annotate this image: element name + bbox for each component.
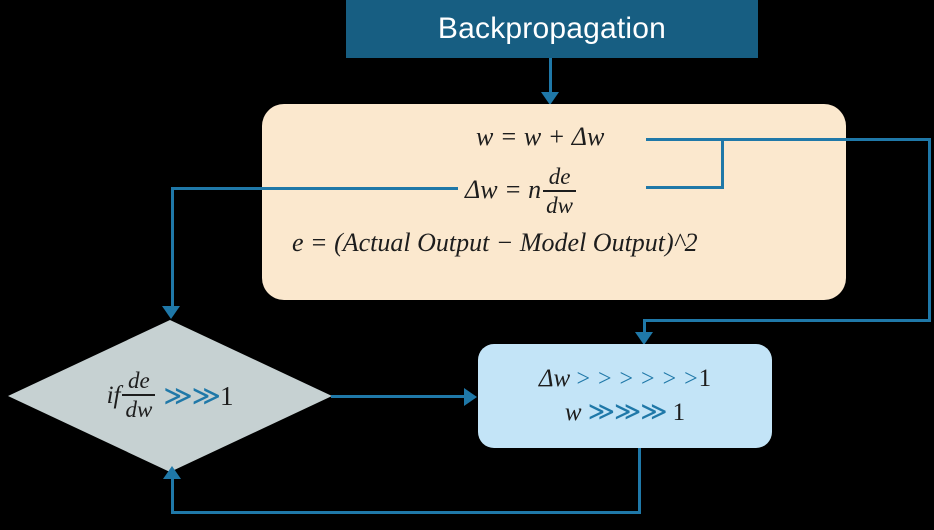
page-title: Backpropagation bbox=[437, 12, 667, 45]
equation-error: e = (Actual Output − Model Output)^2 bbox=[292, 228, 698, 257]
result-line-1-threshold: 1 bbox=[698, 365, 712, 392]
connector-feedback-left-vertical bbox=[171, 478, 174, 513]
decision-diamond-label: if de dw ≫≫1 bbox=[8, 320, 332, 472]
connector-weight-to-result-drop bbox=[643, 319, 646, 337]
connector-feedback-right-vertical bbox=[638, 448, 641, 513]
connector-title-to-equation-arrowhead bbox=[541, 92, 559, 105]
result-line-1-symbol: Δw bbox=[538, 365, 577, 392]
connector-feedback-bottom-horizontal bbox=[171, 511, 641, 514]
connector-decision-to-result-arrowhead bbox=[464, 388, 477, 406]
fraction-bar bbox=[122, 394, 156, 396]
fraction-denominator: dw bbox=[125, 397, 153, 422]
decision-diamond: if de dw ≫≫1 bbox=[8, 320, 332, 472]
equation-weight-update-lhs: w = w + bbox=[476, 122, 572, 151]
connector-equation-bracket-vertical bbox=[721, 138, 724, 188]
fraction-bar bbox=[543, 190, 576, 192]
equation-delta-rule-lhs: Δw = n bbox=[465, 174, 542, 204]
result-box: Δw > > > > > >1 w ≫≫≫ 1 bbox=[478, 344, 772, 448]
connector-decision-to-result-line bbox=[331, 395, 465, 398]
fraction-numerator: de bbox=[548, 164, 571, 189]
fraction-numerator: de bbox=[128, 368, 150, 393]
connector-weight-to-result-top bbox=[646, 138, 931, 141]
decision-threshold: 1 bbox=[219, 380, 234, 411]
result-line-2-threshold: 1 bbox=[666, 399, 686, 426]
result-line-1-operator: > > > > > > bbox=[576, 366, 699, 392]
connector-weight-to-result-bottom bbox=[643, 319, 931, 322]
fraction-de-dw-decision: de dw bbox=[122, 368, 156, 422]
equation-weight-update-delta: Δw bbox=[571, 122, 605, 151]
decision-prefix: if bbox=[106, 382, 121, 409]
result-line-2: w ≫≫≫ 1 bbox=[565, 397, 685, 427]
connector-title-to-equation-line bbox=[549, 58, 552, 93]
result-line-2-symbol: w bbox=[564, 399, 588, 426]
connector-weight-to-result-arrowhead bbox=[635, 332, 653, 345]
fraction-denominator: dw bbox=[546, 193, 573, 218]
result-line-2-operator: ≫≫≫ bbox=[587, 397, 668, 426]
decision-operator: ≫≫ bbox=[163, 381, 221, 412]
connector-weight-to-result-right bbox=[928, 138, 931, 321]
title-box: Backpropagation bbox=[346, 0, 758, 58]
connector-delta-to-decision-vertical bbox=[171, 187, 174, 307]
connector-feedback-arrowhead bbox=[163, 466, 181, 479]
equation-weight-update: w = w + Δw bbox=[476, 122, 604, 152]
result-line-1: Δw > > > > > >1 bbox=[539, 365, 711, 393]
connector-equation-bracket-bottom bbox=[646, 186, 724, 189]
connector-delta-to-decision-horizontal bbox=[171, 187, 458, 190]
connector-delta-to-decision-arrowhead bbox=[162, 306, 180, 319]
fraction-de-dw: de dw bbox=[543, 165, 576, 217]
